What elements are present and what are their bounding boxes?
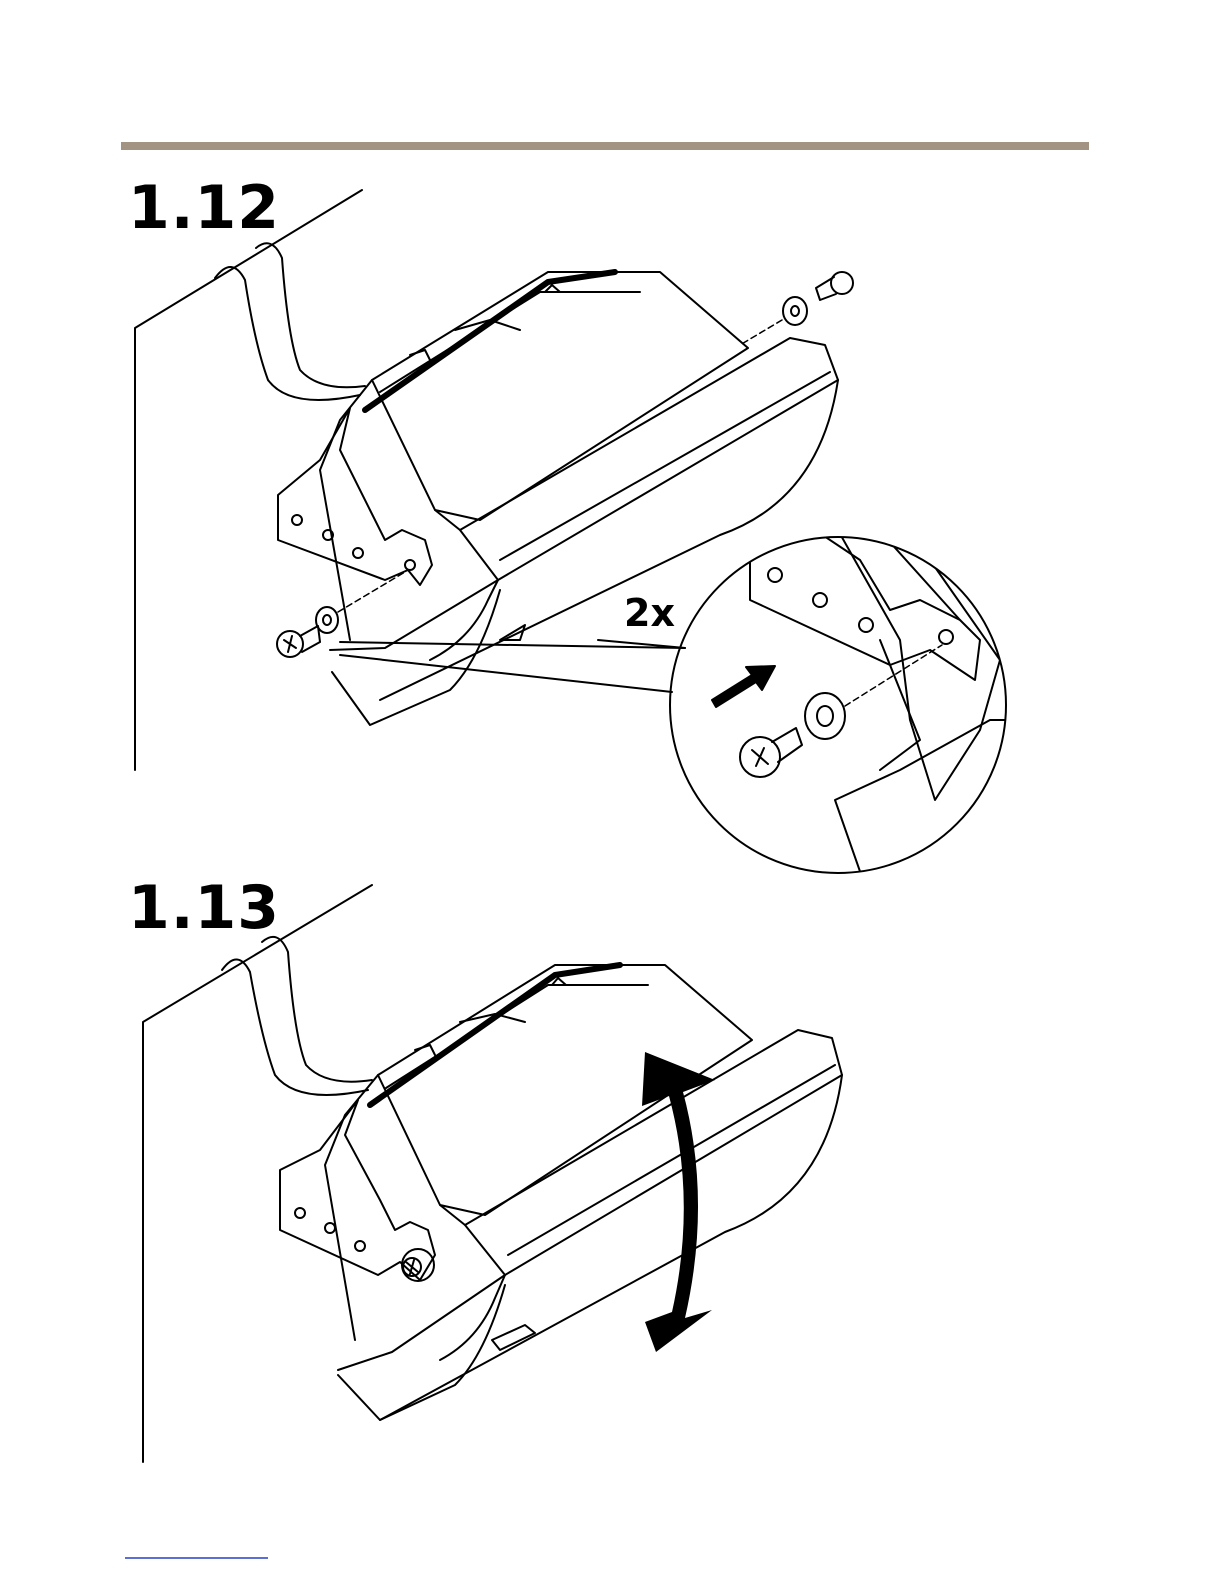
step-1-13-illustration xyxy=(143,885,842,1462)
cable xyxy=(215,267,360,400)
washer-icon xyxy=(783,297,807,325)
camera-housing xyxy=(320,272,838,725)
tilt-arrow-icon xyxy=(642,1052,715,1352)
screw-icon xyxy=(816,272,853,300)
cable xyxy=(222,959,368,1095)
insert-arrow-icon xyxy=(712,666,775,707)
footer-link-underline[interactable] xyxy=(125,1557,268,1559)
wall-outline xyxy=(135,190,362,770)
washer-icon xyxy=(316,607,338,633)
mount-bracket xyxy=(278,408,432,585)
step-1-12-illustration xyxy=(135,190,1010,900)
mount-bracket xyxy=(280,1100,435,1280)
screw-icon xyxy=(277,626,320,657)
washer-icon xyxy=(805,693,845,739)
screw-icon xyxy=(740,728,802,777)
camera-housing xyxy=(325,965,842,1420)
